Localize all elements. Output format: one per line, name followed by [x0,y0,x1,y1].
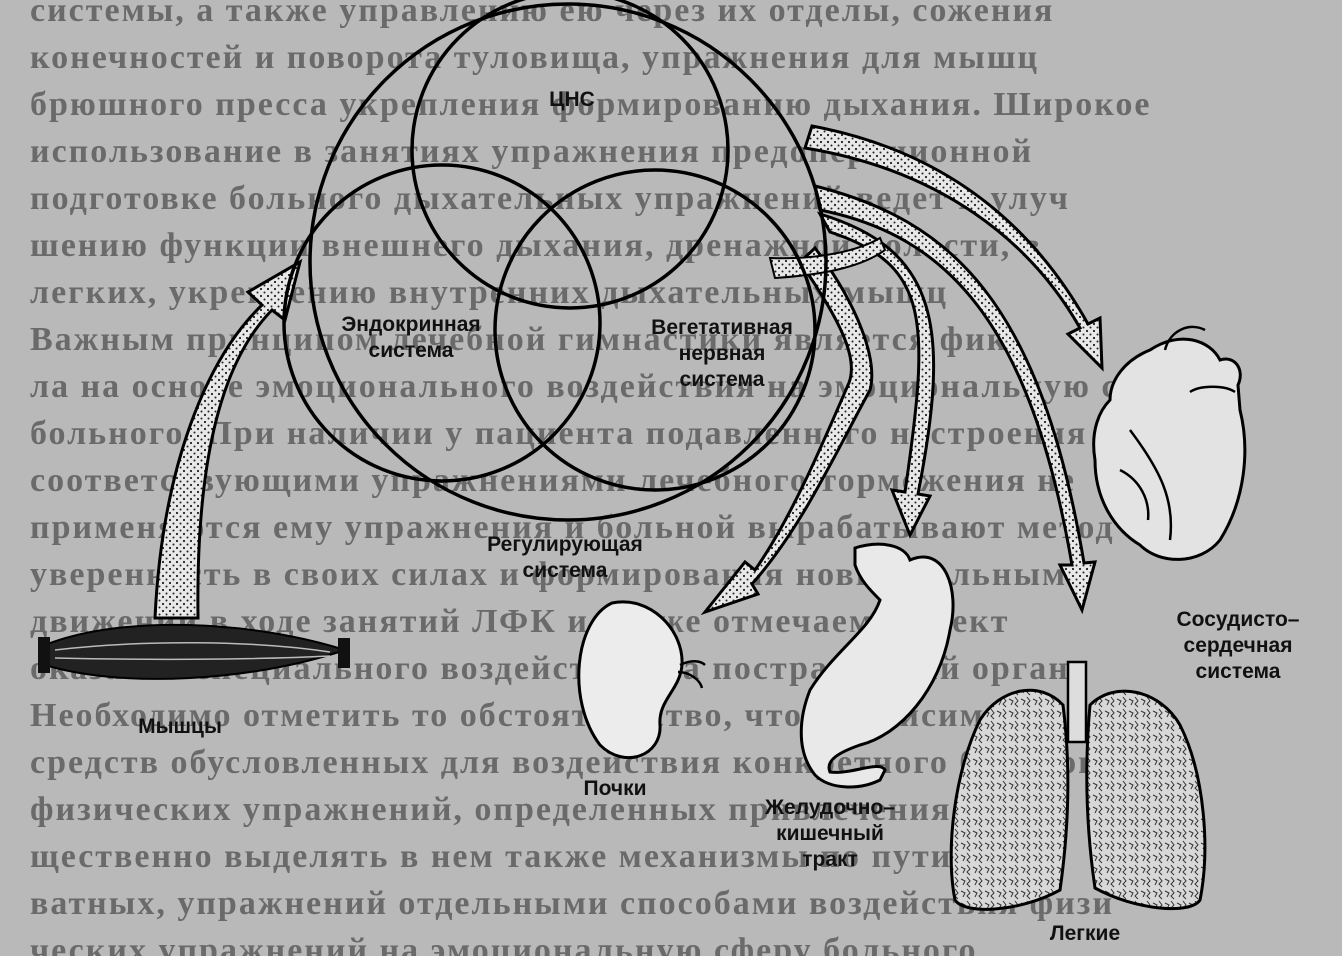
label-gi-tract: Желудочно– кишечный тракт [765,796,895,871]
background-text-line: брюшного пресса укрепления формированию … [30,86,1152,123]
label-kidneys: Почки [583,777,647,800]
label-cardiovascular-system: Сосудисто– сердечная система [1176,608,1300,683]
kidney-illustration [577,600,706,760]
heart-illustration [1092,325,1247,561]
lungs-illustration [949,660,1207,911]
label-lungs: Легкие [1049,922,1121,945]
regulating-circles [282,0,828,522]
muscle-illustration [38,623,350,680]
regulating-system-circle [308,2,828,522]
label-muscles: Мышцы [138,715,222,738]
background-text-line: ватных, упражнений отдельными способами … [30,885,1115,922]
cns-circle [410,0,730,310]
background-text-line: применяются ему упражнения и больной выр… [30,509,1115,546]
arrow-muscles-to-system [153,258,303,620]
endocrine-circle [282,163,602,483]
autonomic-circle [493,168,817,492]
label-autonomic-nervous-system: Вегетативная нервная система [651,316,793,391]
background-text-line: физических упражнений, определенных прив… [30,791,952,828]
arrows-system-to-organs [700,124,1104,616]
background-text-line: щественно выделять в нем также механизмы… [30,838,953,875]
background-text-line: конечностей и поворота туловища, упражне… [30,39,1040,76]
background-text-line: легких, укреплению внутренних дыхательны… [30,274,949,311]
label-regulating-system: Регулирующая система [487,533,643,582]
label-endocrine-system: Эндокринная система [341,313,481,362]
stomach-illustration [799,542,955,789]
background-text-line: средств обусловленных для воздействия ко… [30,744,1114,781]
label-cns: ЦНС [549,88,595,111]
background-text-line: ческих упражнений на эмоциональную сферу… [30,932,978,956]
